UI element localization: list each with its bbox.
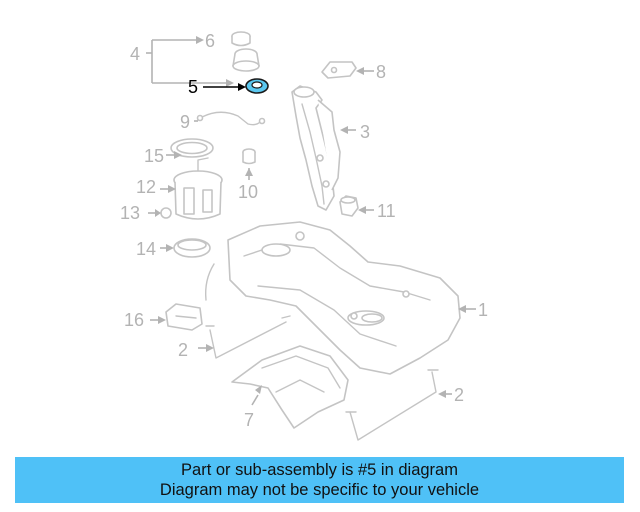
banner-line-1: Part or sub-assembly is #5 in diagram [181, 461, 458, 479]
callout-9: 9 [180, 112, 190, 132]
callout-10: 10 [238, 182, 258, 202]
callout-8: 8 [376, 62, 386, 82]
part-3-filler-neck [291, 85, 341, 211]
part-5-ring [245, 78, 269, 94]
part-11-cap [339, 195, 359, 217]
callout-3: 3 [360, 122, 370, 142]
callout-16: 16 [124, 310, 144, 330]
callout-7: 7 [244, 410, 254, 430]
part-16-module [165, 303, 203, 331]
callout-5-arrow [238, 83, 246, 91]
part-9-line [196, 111, 266, 126]
part-8-bracket [321, 61, 357, 79]
callout-15: 15 [144, 146, 164, 166]
part-14-lock-ring [173, 238, 211, 258]
part-12-pump-module [173, 157, 223, 220]
callout-14: 14 [136, 239, 156, 259]
part-10-cylinder [242, 148, 256, 165]
part-2-strap-right [345, 369, 439, 441]
callout-5: 5 [188, 77, 198, 97]
banner-line-2: Diagram may not be specific to your vehi… [159, 481, 480, 499]
callout-4: 4 [130, 44, 140, 64]
callout-2b: 2 [454, 385, 464, 405]
part-13-sensor [160, 207, 172, 219]
part-4-seal [232, 48, 260, 72]
part-7-heat-shield [231, 345, 349, 429]
group-4-bracket [146, 36, 234, 87]
part-1-fuel-tank [204, 221, 461, 375]
info-banner: Part or sub-assembly is #5 in diagram Di… [15, 457, 624, 503]
part-2-strap-left [205, 315, 291, 359]
callout-2a: 2 [178, 340, 188, 360]
callout-11: 11 [377, 201, 396, 221]
part-15-ring [170, 138, 214, 158]
callout-6: 6 [205, 31, 215, 51]
callout-1: 1 [478, 300, 488, 320]
callout-13: 13 [120, 203, 140, 223]
part-6-cap [231, 31, 251, 47]
callout-12: 12 [136, 177, 156, 197]
